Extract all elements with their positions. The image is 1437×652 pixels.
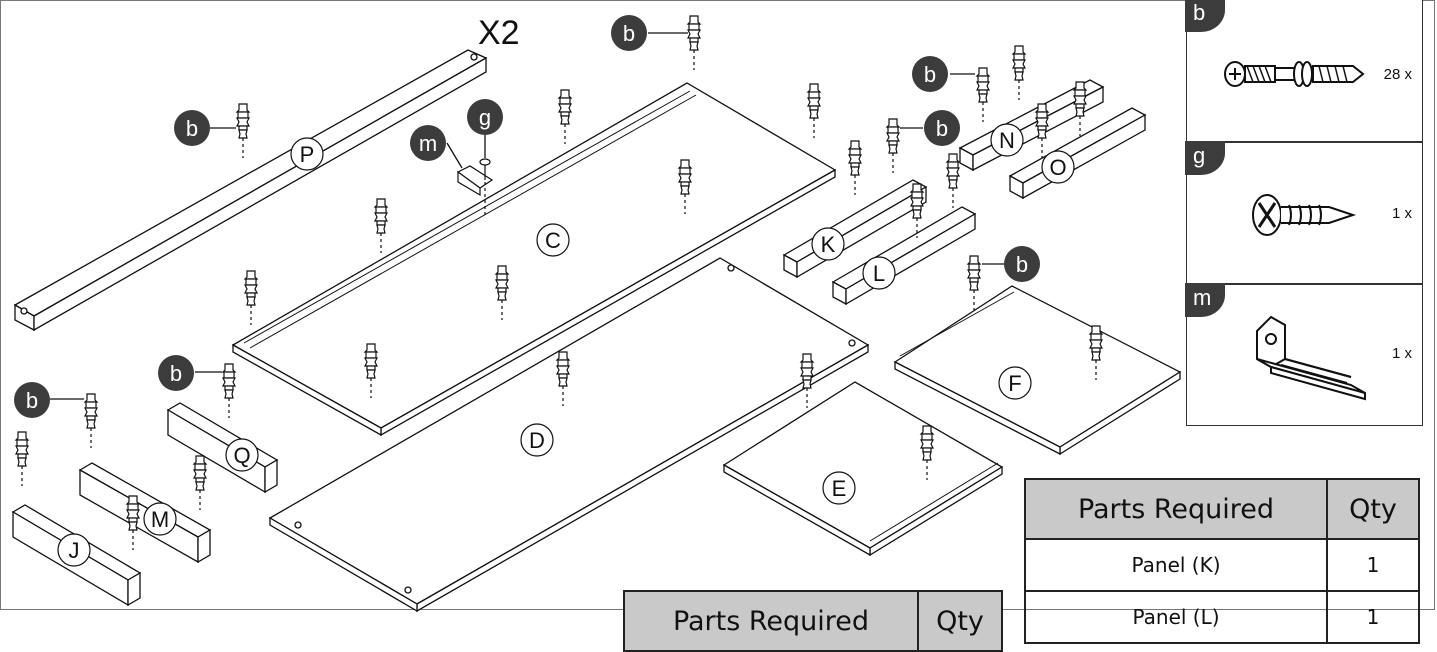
panel-f bbox=[893, 285, 1182, 456]
cam-bolt-icon bbox=[1224, 61, 1365, 87]
part-labels: P C D E F J M Q K L N O bbox=[57, 123, 1075, 567]
panel-m bbox=[78, 462, 212, 564]
label-p: P bbox=[300, 142, 315, 167]
callout-b-7: b bbox=[14, 382, 50, 418]
hardware-b-qty: 28 x bbox=[1383, 66, 1412, 83]
callout-b-1: b bbox=[174, 110, 210, 146]
table-cell-qty: 1 bbox=[1326, 590, 1420, 644]
panel-q bbox=[166, 402, 279, 494]
svg-text:b: b bbox=[26, 388, 38, 413]
l-bracket-icon bbox=[1256, 315, 1366, 401]
label-n: N bbox=[999, 128, 1015, 153]
table-cell-part: Panel (L) bbox=[1024, 590, 1328, 644]
assembly-diagram: b b b b b b b m g P C D E F J M Q K L N … bbox=[11, 15, 1182, 612]
label-k: K bbox=[821, 232, 836, 257]
svg-text:m: m bbox=[419, 131, 437, 156]
parts-table-bottom: Parts Required Qty bbox=[623, 590, 1003, 652]
hardware-g-tag: g bbox=[1185, 141, 1225, 175]
panel-e bbox=[722, 381, 1004, 557]
table-cell-part: Panel (K) bbox=[1024, 538, 1328, 592]
callout-b-5: b bbox=[1004, 246, 1040, 282]
svg-text:b: b bbox=[936, 116, 948, 141]
callout-b-6: b bbox=[158, 355, 194, 391]
svg-text:g: g bbox=[479, 105, 491, 130]
svg-text:b: b bbox=[170, 361, 182, 386]
label-f: F bbox=[1008, 371, 1021, 396]
hardware-g-qty: 1 x bbox=[1391, 205, 1412, 222]
label-l: L bbox=[873, 261, 885, 286]
hardware-m-box: m 1 x bbox=[1185, 283, 1423, 426]
svg-text:b: b bbox=[924, 62, 936, 87]
hardware-g-box: g 1 x bbox=[1185, 141, 1423, 284]
label-q: Q bbox=[233, 443, 250, 468]
callout-b-3: b bbox=[912, 56, 948, 92]
hardware-m-tag: m bbox=[1185, 283, 1225, 317]
hardware-b-tag: b bbox=[1185, 0, 1225, 32]
table-row: Panel (L) 1 bbox=[1024, 590, 1420, 644]
parts-table-right: Parts Required Qty Panel (K) 1 Panel (L)… bbox=[1024, 478, 1420, 644]
table-header-part: Parts Required bbox=[1024, 478, 1328, 540]
label-c: C bbox=[545, 228, 561, 253]
label-d: D bbox=[529, 428, 545, 453]
quantity-multiplier: X2 bbox=[478, 14, 520, 52]
label-e: E bbox=[832, 476, 847, 501]
screw-icon bbox=[1252, 194, 1357, 236]
callout-m: m bbox=[410, 125, 446, 161]
callout-g: g bbox=[467, 99, 503, 135]
table-cell-qty: 1 bbox=[1326, 538, 1420, 592]
callout-b-2: b bbox=[611, 15, 647, 51]
table-header-part: Parts Required bbox=[623, 590, 919, 652]
svg-text:b: b bbox=[186, 116, 198, 141]
table-row: Panel (K) 1 bbox=[1024, 538, 1420, 592]
panel-d bbox=[268, 257, 870, 612]
svg-text:b: b bbox=[623, 21, 635, 46]
label-m: M bbox=[151, 507, 169, 532]
label-j: J bbox=[69, 538, 80, 563]
svg-text:b: b bbox=[1016, 252, 1028, 277]
panel-p bbox=[13, 49, 488, 332]
hardware-b-box: b 28 x bbox=[1185, 0, 1423, 142]
table-header-qty: Qty bbox=[1326, 478, 1420, 540]
callout-b-4: b bbox=[924, 110, 960, 146]
label-o: O bbox=[1049, 155, 1066, 180]
bracket-m bbox=[456, 165, 494, 197]
table-header-qty: Qty bbox=[917, 590, 1003, 652]
hardware-m-qty: 1 x bbox=[1391, 345, 1412, 362]
screw-g bbox=[479, 158, 491, 215]
